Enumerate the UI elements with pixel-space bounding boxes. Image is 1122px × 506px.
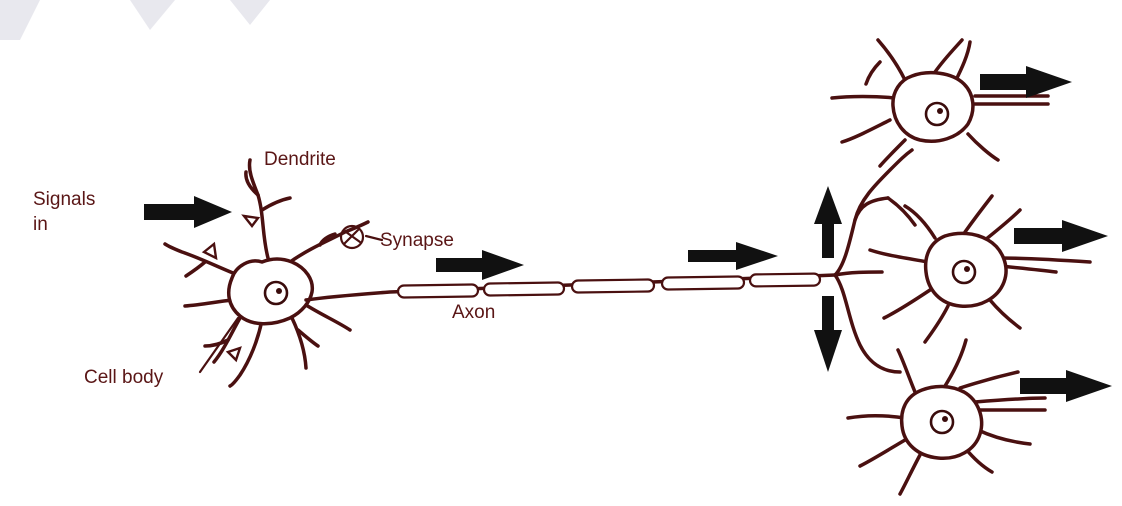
watermark-shapes bbox=[0, 0, 270, 40]
label-dendrite: Dendrite bbox=[264, 148, 336, 171]
label-synapse: Synapse bbox=[380, 229, 454, 252]
arrow-up bbox=[814, 186, 842, 258]
arrow-signals-in bbox=[144, 196, 232, 228]
axon-terminals bbox=[835, 150, 912, 372]
right-neuron-top bbox=[832, 40, 1048, 166]
myelin-sheath bbox=[398, 274, 820, 298]
left-neuron bbox=[165, 160, 368, 386]
arrow-down bbox=[814, 296, 842, 372]
label-axon: Axon bbox=[452, 301, 495, 324]
arrow-out-top bbox=[980, 66, 1072, 98]
arrow-axon-mid bbox=[688, 242, 778, 270]
arrow-out-middle bbox=[1014, 220, 1108, 252]
nucleus bbox=[265, 282, 287, 304]
right-neuron-middle bbox=[870, 196, 1090, 342]
label-cell-body: Cell body bbox=[84, 366, 163, 389]
right-neuron-bottom bbox=[848, 340, 1045, 494]
nucleolus bbox=[276, 288, 282, 294]
label-signals-in: Signals in bbox=[33, 187, 95, 237]
arrow-axon-start bbox=[436, 250, 524, 280]
